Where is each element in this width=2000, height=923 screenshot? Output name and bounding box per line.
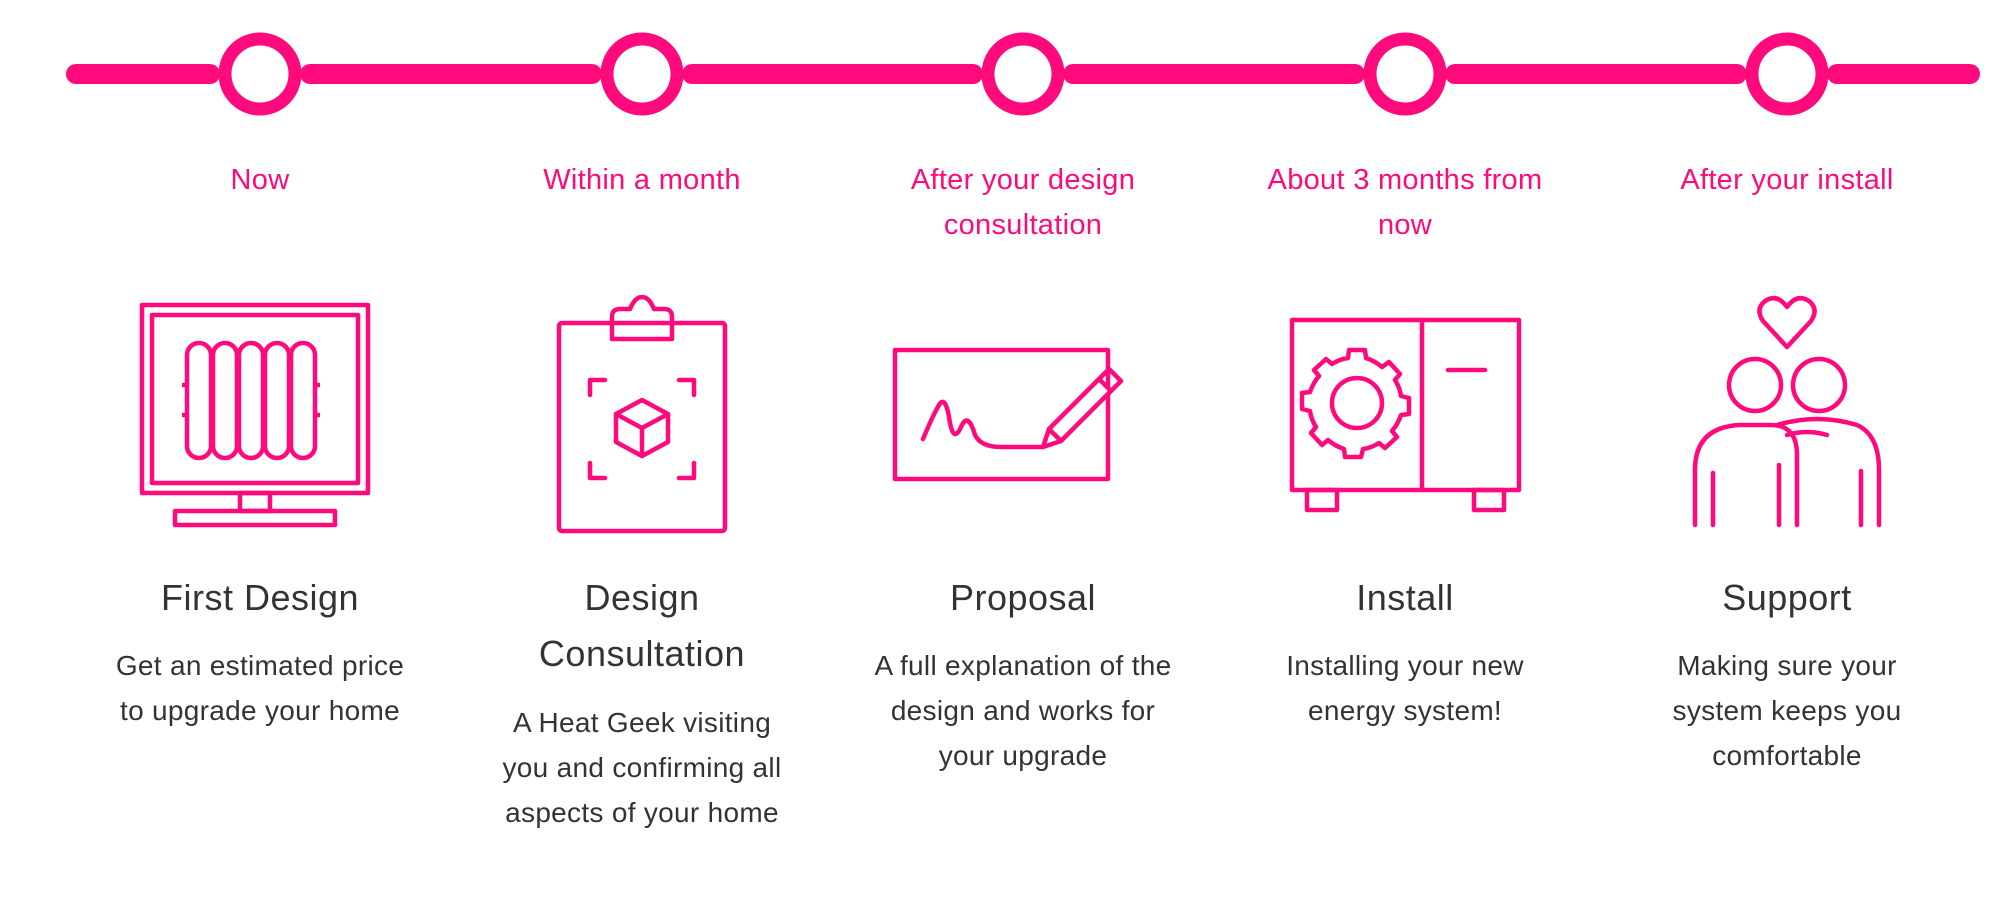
step-timing: Now (230, 164, 290, 196)
step-timing: About 3 months from now (1267, 164, 1543, 241)
couple-heart-icon (1692, 295, 1882, 528)
step-title: Proposal (949, 577, 1097, 618)
radiator-screen-icon (139, 302, 371, 528)
timeline-node-2 (600, 32, 684, 116)
step-title: Install (1356, 577, 1454, 618)
timeline-node-4 (1363, 32, 1447, 116)
timeline-node-5 (1745, 32, 1829, 116)
step-title: First Design (160, 577, 360, 618)
clipboard-cube-icon (556, 295, 728, 534)
step-title: Support (1722, 577, 1852, 618)
step-title: Design Consultation (538, 577, 746, 674)
step-timing: After your install (1680, 164, 1894, 196)
step-description: A full explanation of the design and wor… (874, 650, 1172, 771)
signature-pen-icon (892, 347, 1124, 482)
step-timing: Within a month (543, 164, 741, 196)
heat-pump-gear-icon (1289, 317, 1522, 513)
timeline-node-1 (218, 32, 302, 116)
step-timing: After your design consultation (910, 164, 1136, 241)
step-description: Making sure your system keeps you comfor… (1672, 650, 1902, 771)
step-description: Get an estimated price to upgrade your h… (115, 650, 405, 726)
step-description: Installing your new energy system! (1286, 650, 1524, 726)
step-description: A Heat Geek visiting you and confirming … (502, 707, 782, 828)
timeline-node-3 (981, 32, 1065, 116)
progress-timeline (66, 32, 1980, 116)
